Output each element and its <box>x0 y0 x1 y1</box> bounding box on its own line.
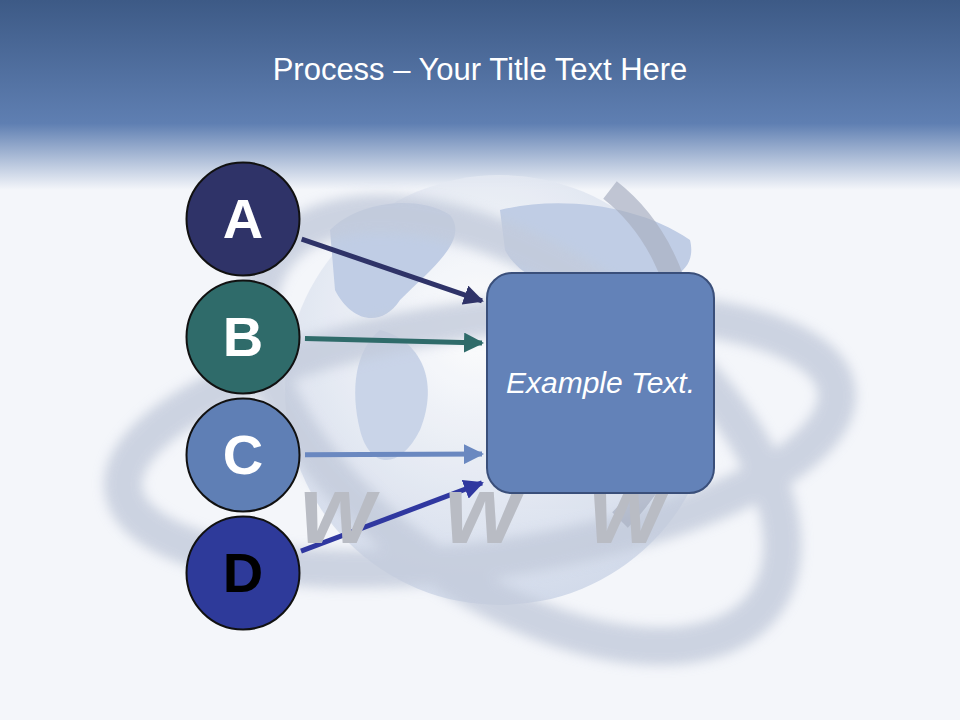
step-letter: B <box>223 309 263 365</box>
header-band <box>0 0 960 190</box>
step-circle: C <box>185 397 301 513</box>
swoosh-ring <box>107 127 858 720</box>
box-text: Example Text. <box>506 361 695 405</box>
slide-title: Process – Your Title Text Here <box>0 52 960 88</box>
step-circle: B <box>185 279 301 395</box>
step-letter: A <box>223 191 263 247</box>
flow-arrow <box>302 239 482 301</box>
step-letter: D <box>223 545 263 601</box>
step-letter: C <box>223 427 263 483</box>
step-circle: D <box>185 515 301 631</box>
step-circle: A <box>185 161 301 277</box>
process-box: Example Text. <box>486 272 715 494</box>
flow-arrow <box>305 339 482 343</box>
